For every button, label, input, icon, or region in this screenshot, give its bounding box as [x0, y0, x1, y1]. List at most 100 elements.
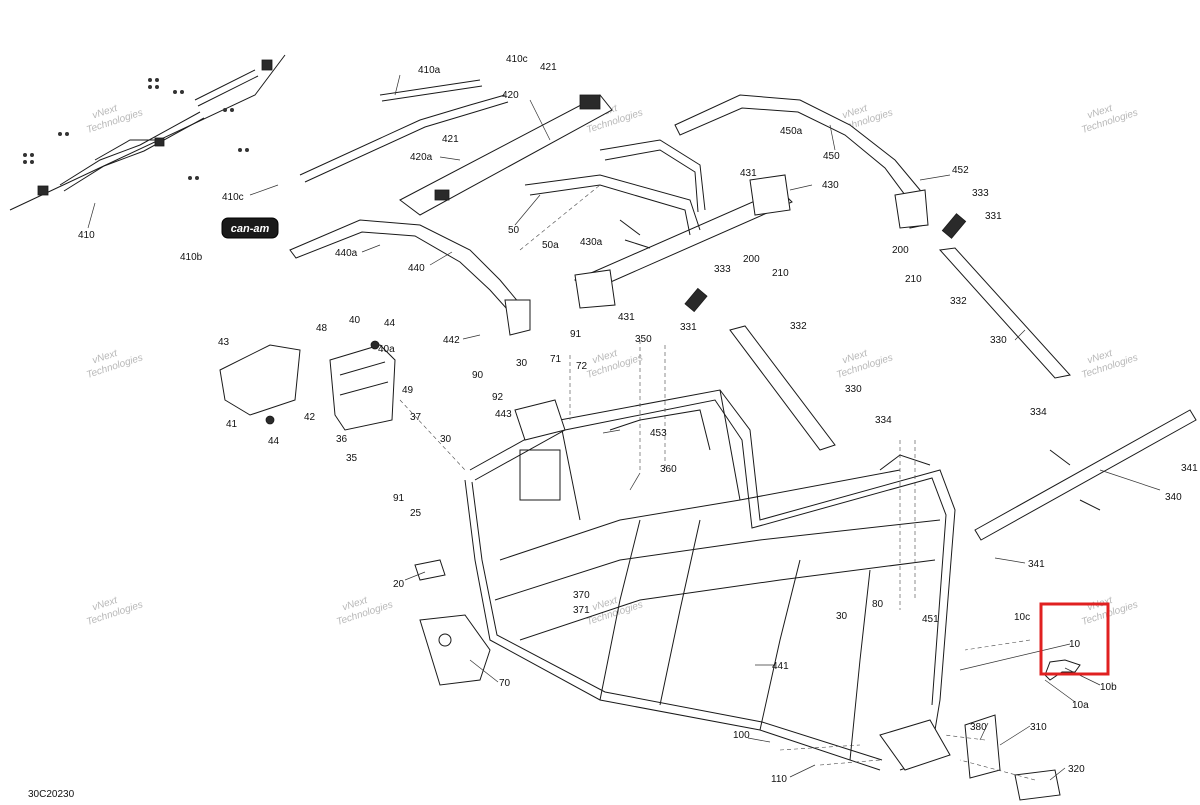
callout-label: 25: [410, 508, 422, 519]
callout-label: 410a: [418, 65, 441, 76]
document-code: 30C20230: [28, 789, 75, 800]
callout-label: 334: [1030, 407, 1047, 418]
bracket-assembly-40: [219, 340, 396, 431]
callout-label: 431: [740, 168, 757, 179]
callout-label: 330: [845, 384, 862, 395]
callout-label: 333: [972, 188, 989, 199]
callout-label: 340: [1165, 492, 1182, 503]
callout-label: 36: [336, 434, 348, 445]
callout-label: 334: [875, 415, 892, 426]
callout-label: 380: [970, 722, 987, 733]
callout-label: 70: [499, 678, 511, 689]
can-am-logo: can-am: [221, 217, 279, 239]
callout-label: 443: [495, 409, 512, 420]
callout-label: 410: [78, 230, 95, 241]
callout-label: 100: [733, 730, 750, 741]
callout-label: 330: [990, 335, 1007, 346]
callout-label: 331: [680, 322, 697, 333]
callout-label: 320: [1068, 764, 1085, 775]
callout-label: 35: [346, 453, 358, 464]
callout-label: 40a: [378, 344, 395, 355]
cross-member-50: [524, 139, 706, 249]
callout-label: 41: [226, 419, 238, 430]
bar-340: [974, 409, 1197, 541]
callout-label: 410c: [222, 192, 244, 203]
callout-label: 332: [950, 296, 967, 307]
callout-label: 442: [443, 335, 460, 346]
mid-rail-430: [574, 174, 793, 309]
callout-label: 43: [218, 337, 230, 348]
callout-label: 10c: [1014, 612, 1030, 623]
callout-label: 40: [349, 315, 361, 326]
callout-label: 371: [573, 605, 590, 616]
kit-boundary-line: [9, 54, 286, 211]
callout-label: 333: [714, 264, 731, 275]
callout-label: 360: [660, 464, 677, 475]
callout-label: 10a: [1072, 700, 1089, 711]
callout-label: 48: [316, 323, 328, 334]
callout-label: 50a: [542, 240, 559, 251]
callout-label: 410b: [180, 252, 203, 263]
callout-label: 30: [440, 434, 452, 445]
callout-label: 421: [540, 62, 557, 73]
callout-label: 331: [985, 211, 1002, 222]
callout-label: 341: [1028, 559, 1045, 570]
accessory-kit-410: [9, 54, 286, 229]
callout-label: 450a: [780, 126, 803, 137]
logo-text: can-am: [231, 223, 270, 235]
callout-label: 110: [771, 774, 787, 785]
callout-label: 441: [772, 661, 789, 672]
hardware-dots: [23, 78, 249, 180]
callout-label: 72: [576, 361, 588, 372]
roof-rail-420: [299, 79, 613, 216]
callout-label: 10: [1069, 639, 1081, 650]
callout-label: 451: [922, 614, 939, 625]
callout-label: 431: [618, 312, 635, 323]
callout-label: 30: [836, 611, 848, 622]
callout-label: 42: [304, 412, 316, 423]
bar-330-right: [938, 213, 1071, 379]
bar-330-mid: [684, 287, 836, 451]
callout-label: 10b: [1100, 682, 1117, 693]
callout-label: 200: [892, 245, 909, 256]
assembly-lines: [399, 184, 1036, 781]
callout-label: 50: [508, 225, 520, 236]
callout-label: 210: [905, 274, 922, 285]
callout-label: 37: [410, 412, 422, 423]
callout-label: 430: [822, 180, 839, 191]
tube-410-lower: [59, 111, 205, 192]
callout-label: 370: [573, 590, 590, 601]
callout-label: 80: [872, 599, 884, 610]
callout-label: 92: [492, 392, 504, 403]
tube-410-branch: [94, 139, 160, 161]
callout-label: 44: [268, 436, 280, 447]
callout-label: 20: [393, 579, 405, 590]
callout-label: 210: [772, 268, 789, 279]
callout-label: 332: [790, 321, 807, 332]
roof-bow-450: [674, 94, 929, 229]
callout-label: 420: [502, 90, 519, 101]
callout-label: 71: [550, 354, 562, 365]
callout-label: 90: [472, 370, 484, 381]
callout-label: 450: [823, 151, 840, 162]
callout-label: 430a: [580, 237, 603, 248]
callout-label: 452: [952, 165, 969, 176]
callout-label: 200: [743, 254, 760, 265]
callout-label: 350: [635, 334, 652, 345]
callout-labels: 410a 410c 421 420 421 420a 410c 410 410b…: [78, 54, 1198, 785]
tube-410-upper: [194, 69, 259, 107]
callout-label: 30: [516, 358, 528, 369]
roof-bow-440: [289, 219, 531, 336]
callout-label: 310: [1030, 722, 1047, 733]
callout-label: 341: [1181, 463, 1198, 474]
callout-label: 420a: [410, 152, 433, 163]
callout-label: 440: [408, 263, 425, 274]
callout-label: 421: [442, 134, 459, 145]
callout-label: 453: [650, 428, 667, 439]
clamp-410: [261, 59, 273, 71]
highlight-box: [1039, 602, 1110, 676]
leader-lines: [249, 74, 1161, 781]
callout-label: 91: [393, 493, 405, 504]
callout-label: 440a: [335, 248, 358, 259]
